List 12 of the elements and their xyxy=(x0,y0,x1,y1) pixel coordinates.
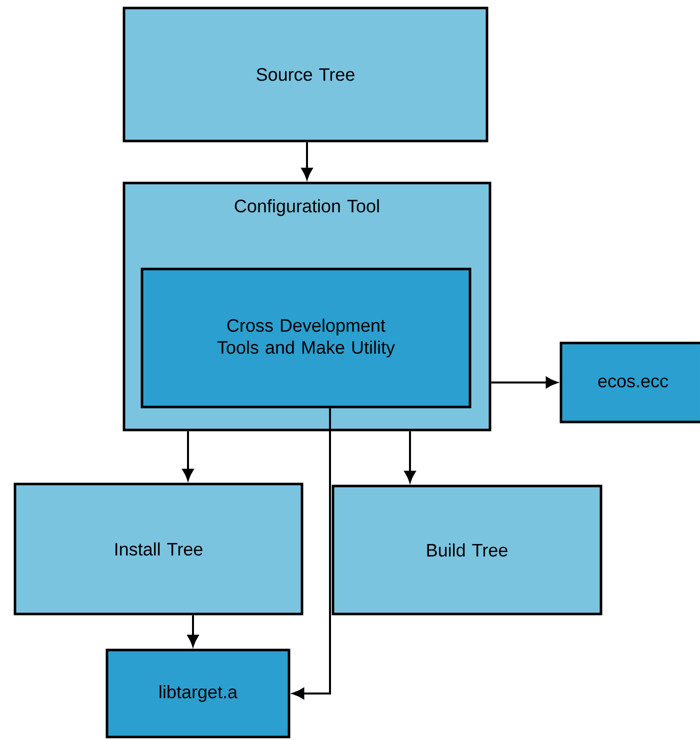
arrow xyxy=(292,408,331,700)
arrow xyxy=(491,376,558,388)
file-box: ecos.ecc xyxy=(560,342,700,424)
source-box: Source Tree xyxy=(122,6,488,142)
arrow xyxy=(182,431,194,480)
install-box: Install Tree xyxy=(14,482,304,616)
arrow xyxy=(301,142,313,180)
tools-box: Cross Development Tools and Make Utility xyxy=(140,268,472,408)
arrow xyxy=(404,431,416,482)
library-box: libtarget.a xyxy=(106,648,290,738)
build-box: Build Tree xyxy=(332,484,602,616)
arrow xyxy=(187,615,199,646)
